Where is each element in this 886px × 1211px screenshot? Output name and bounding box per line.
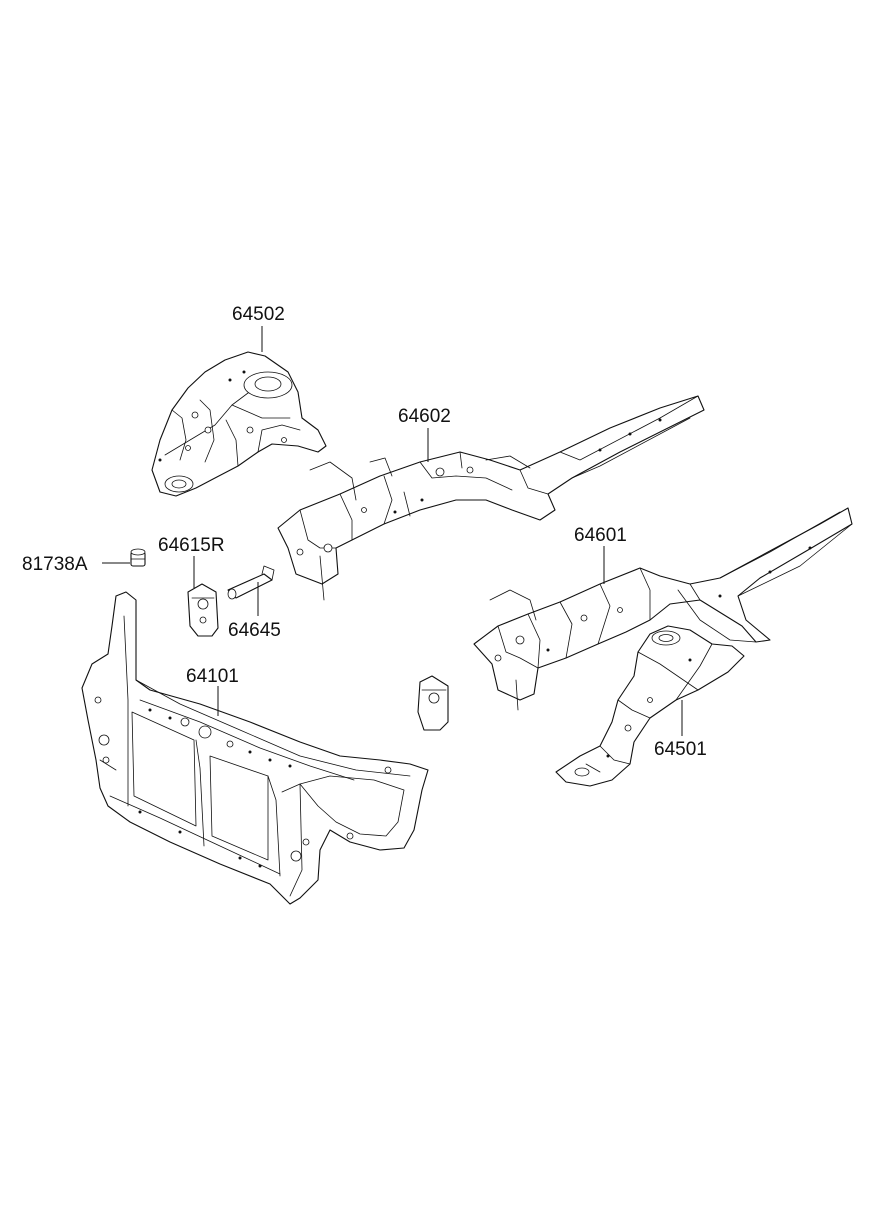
label-64645: 64645 — [228, 620, 281, 641]
part-64615R-bracket[interactable] — [187, 583, 219, 637]
label-64602: 64602 — [398, 406, 451, 427]
part-64501-strut-housing[interactable] — [555, 625, 745, 787]
label-64601: 64601 — [574, 525, 627, 546]
part-64502-strut-housing[interactable] — [151, 351, 327, 497]
part-81738A-grommet[interactable] — [130, 548, 146, 567]
part-center-bracket[interactable] — [417, 675, 449, 731]
label-81738A: 81738A — [22, 554, 88, 575]
part-64601-side-member[interactable] — [473, 507, 853, 711]
label-64615R: 64615R — [158, 535, 225, 556]
leader-lines — [102, 326, 683, 736]
label-64502: 64502 — [232, 304, 285, 325]
part-64645-reinforcement[interactable] — [227, 565, 275, 600]
label-64101: 64101 — [186, 666, 239, 687]
part-64602-side-member[interactable] — [277, 395, 705, 601]
part-64101-radiator-support[interactable] — [81, 591, 429, 905]
label-64501: 64501 — [654, 739, 707, 760]
